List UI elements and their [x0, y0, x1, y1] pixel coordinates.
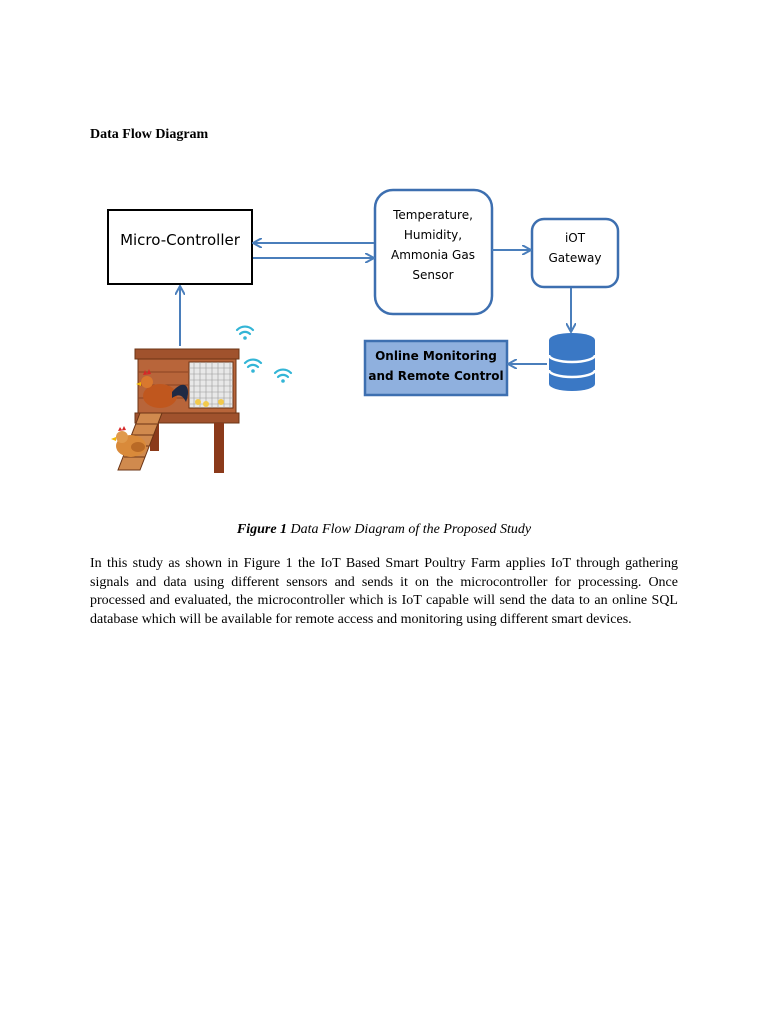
gateway-label-line-1: iOT [565, 231, 586, 245]
body-paragraph: In this study as shown in Figure 1 the I… [90, 556, 678, 627]
gateway-label-line-2: Gateway [548, 251, 601, 265]
iot-gateway-box: iOT Gateway [530, 217, 620, 289]
microcontroller-box: Micro-Controller [107, 209, 253, 285]
sensor-box: Temperature, Humidity, Ammonia Gas Senso… [373, 188, 494, 316]
figure-label: Figure 1 [236, 522, 288, 537]
flow-arrows [180, 243, 571, 364]
sensor-label-line-3: Ammonia Gas [391, 248, 475, 262]
section-heading: Data Flow Diagram [90, 127, 209, 142]
sensor-label-line-2: Humidity, [404, 228, 462, 242]
figure-caption: Figure 1 Data Flow Diagram of the Propos… [0, 522, 768, 538]
sensor-label-line-4: Sensor [412, 268, 453, 282]
data-flow-diagram: Micro-Controller Temperature, Humidity, … [107, 188, 620, 473]
online-monitoring-box: Online Monitoring and Remote Control [363, 339, 509, 397]
sensor-label-line-1: Temperature, [392, 208, 473, 222]
monitoring-label-line-1: Online Monitoring [375, 349, 497, 363]
chicken-coop-illustration [111, 348, 240, 473]
monitoring-label-line-2: and Remote Control [368, 369, 503, 383]
microcontroller-label: Micro-Controller [120, 231, 241, 249]
database-icon [547, 333, 597, 391]
wifi-icon [235, 325, 293, 383]
figure-caption-text: Data Flow Diagram of the Proposed Study [290, 522, 532, 537]
